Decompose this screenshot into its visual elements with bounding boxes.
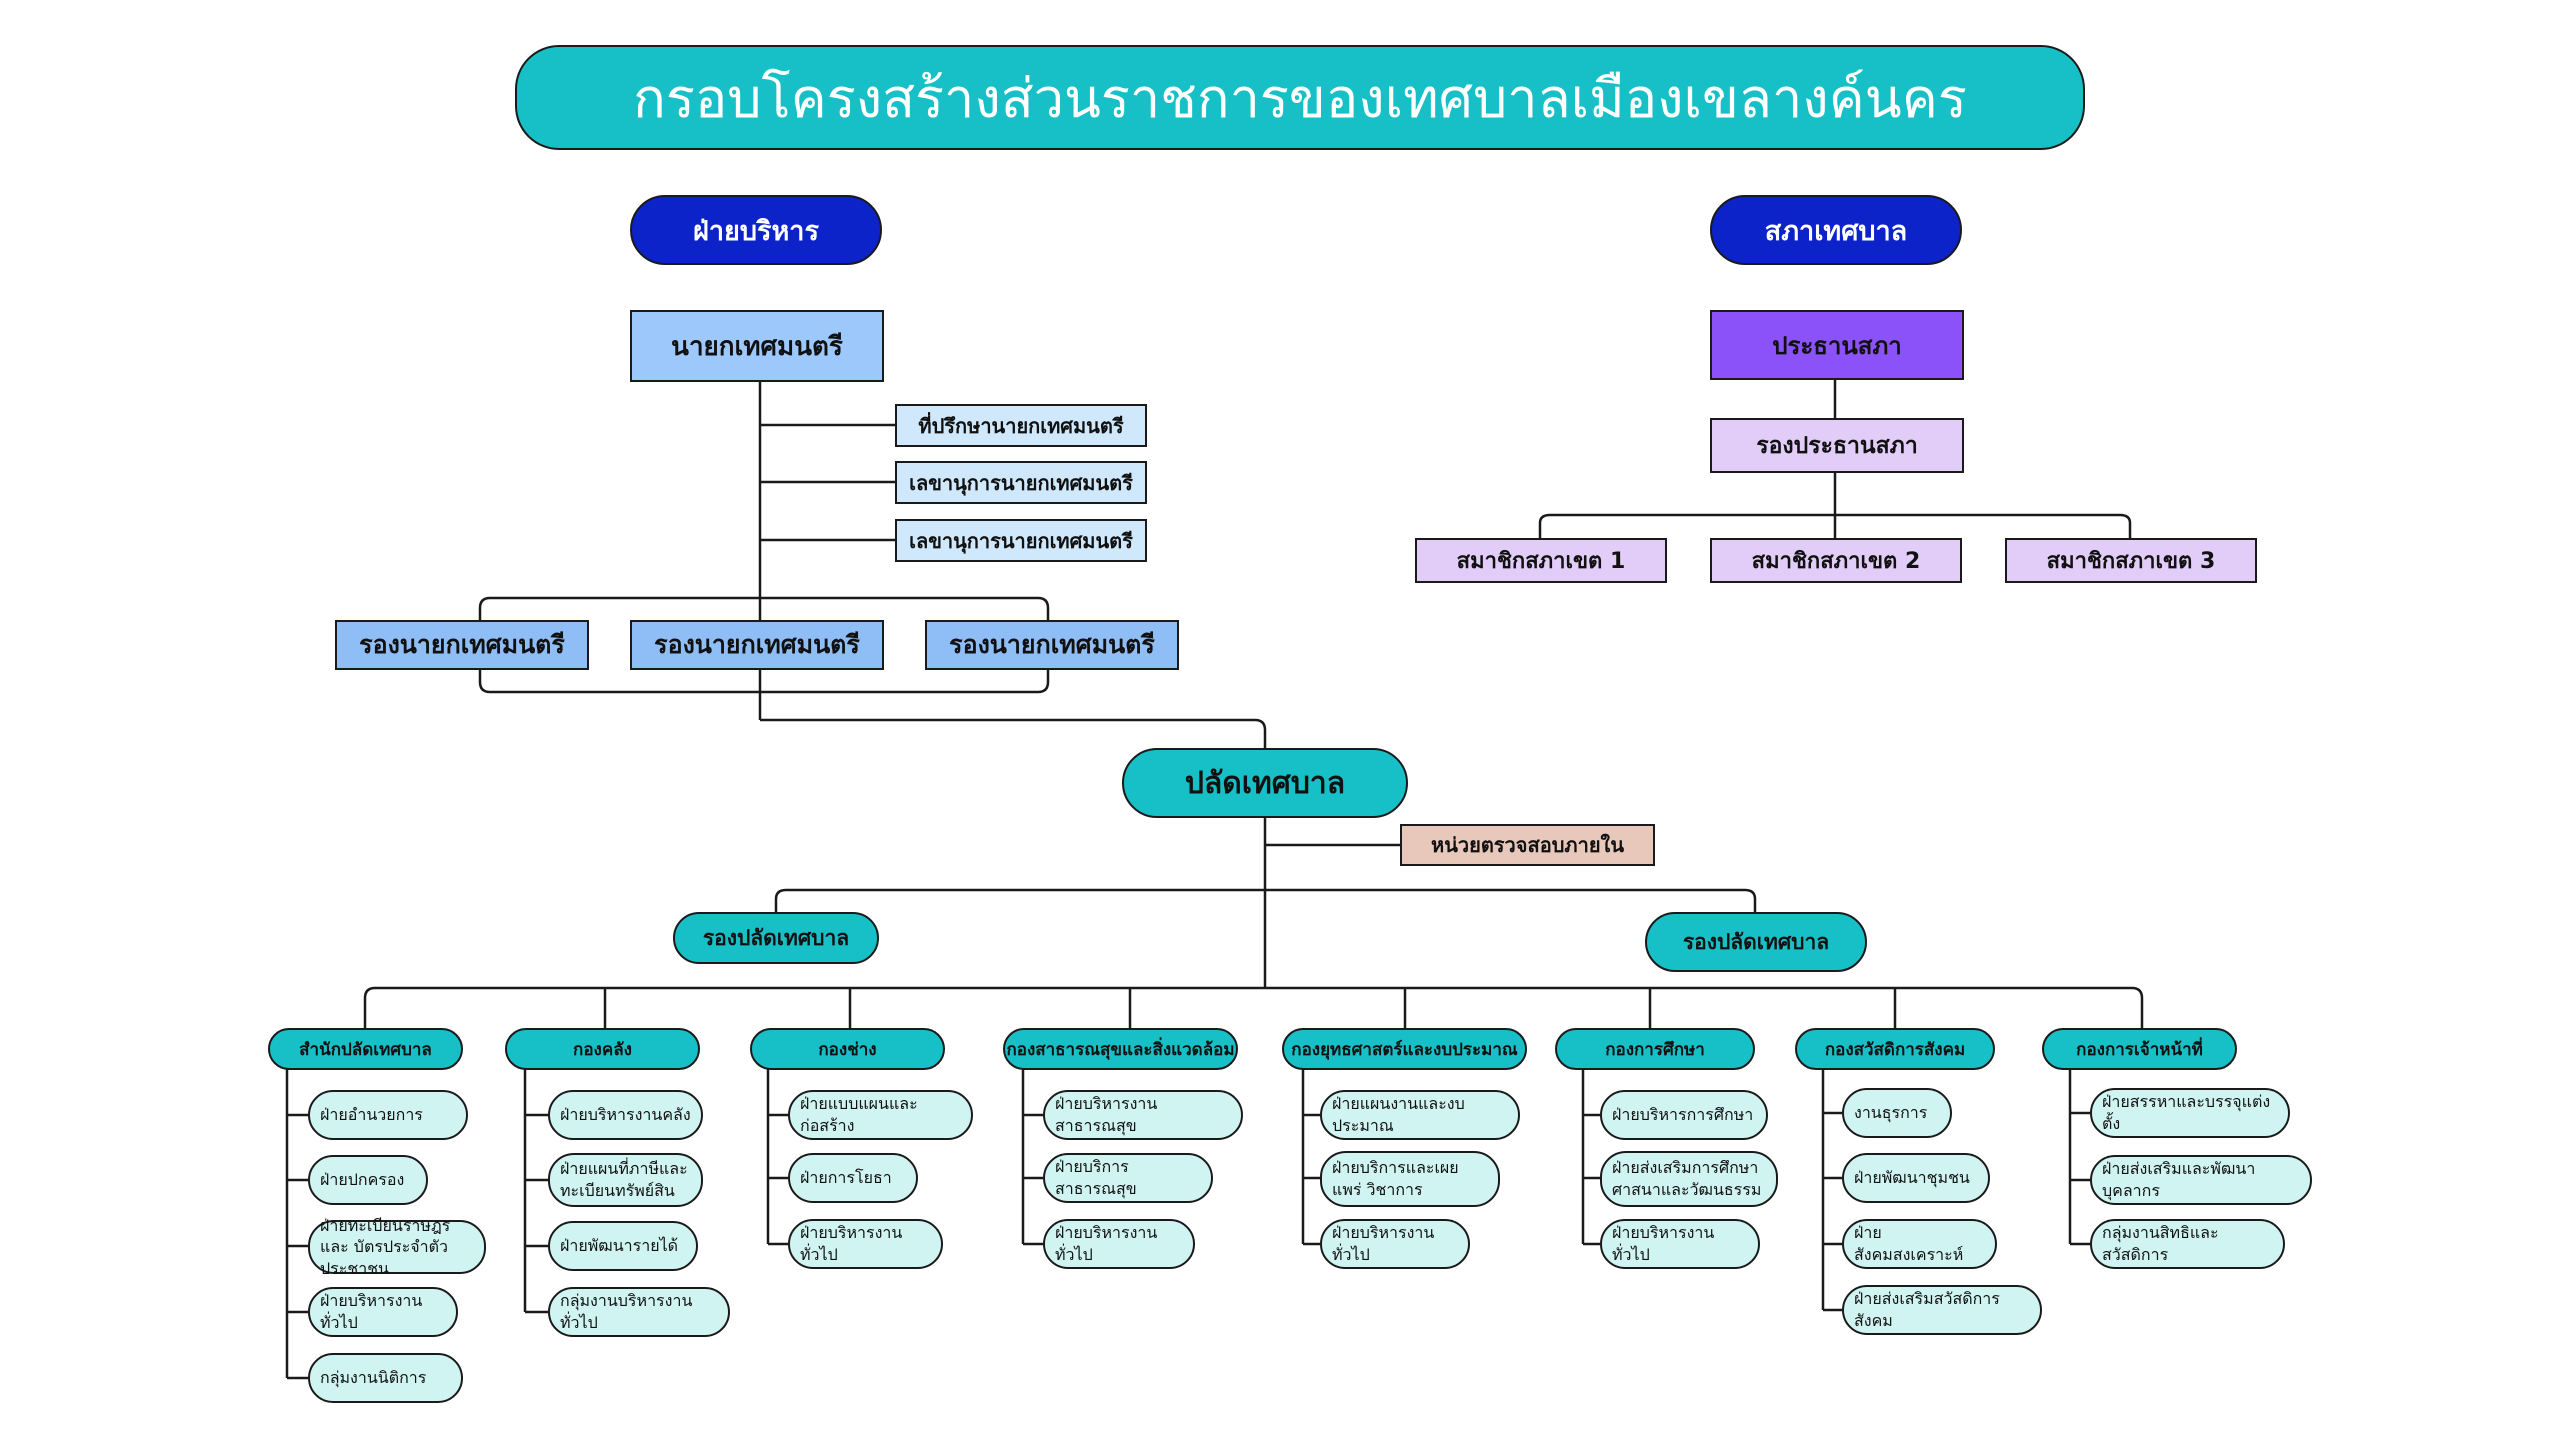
unit-box: ฝ่ายแผนงานและงบประมาณ bbox=[1320, 1090, 1520, 1140]
council-vice-president-box: รองประธานสภา bbox=[1710, 418, 1964, 473]
unit-box: กลุ่มงานสิทธิและสวัสดิการ bbox=[2090, 1219, 2285, 1269]
unit-box: ฝ่ายอำนวยการ bbox=[308, 1090, 468, 1140]
deputy-mayor-box: รองนายกเทศมนตรี bbox=[630, 620, 884, 670]
unit-box: ฝ่ายทะเบียนราษฎรและ บัตรประจำตัวประชาชน bbox=[308, 1216, 486, 1278]
secretary-box: เลขานุการนายกเทศมนตรี bbox=[895, 461, 1147, 504]
council-member-box: สมาชิกสภาเขต 3 bbox=[2005, 538, 2257, 583]
department-box: กองการเจ้าหน้าที่ bbox=[2042, 1028, 2237, 1070]
unit-box: ฝ่ายบริหารงานสาธารณสุข bbox=[1043, 1090, 1243, 1140]
deputy-clerk-box: รองปลัดเทศบาล bbox=[1645, 912, 1867, 972]
deputy-clerk-box: รองปลัดเทศบาล bbox=[673, 912, 879, 964]
department-box: กองช่าง bbox=[750, 1028, 945, 1070]
unit-box: ฝ่ายบริหารงานทั่วไป bbox=[1320, 1219, 1470, 1269]
unit-box: ฝ่ายบริหารงานทั่วไป bbox=[1043, 1219, 1195, 1269]
unit-box: ฝ่ายการโยธา bbox=[788, 1153, 918, 1203]
unit-box: ฝ่ายพัฒนาชุมชน bbox=[1842, 1153, 1990, 1203]
department-box: กองยุทธศาสตร์และงบประมาณ bbox=[1282, 1028, 1527, 1070]
unit-box: กลุ่มงานบริหารงานทั่วไป bbox=[548, 1287, 730, 1337]
department-box: กองสาธารณสุขและสิ่งแวดล้อม bbox=[1003, 1028, 1238, 1070]
council-member-box: สมาชิกสภาเขต 1 bbox=[1415, 538, 1667, 583]
advisor-box: ที่ปรึกษานายกเทศมนตรี bbox=[895, 404, 1147, 447]
unit-box: ฝ่ายบริการสาธารณสุข bbox=[1043, 1153, 1213, 1203]
unit-box: ฝ่ายบริหารงานคลัง bbox=[548, 1090, 703, 1140]
department-box: กองคลัง bbox=[505, 1028, 700, 1070]
deputy-mayor-box: รองนายกเทศมนตรี bbox=[335, 620, 589, 670]
unit-box: ฝ่ายบริการและเผยแพร่ วิชาการ bbox=[1320, 1151, 1500, 1207]
department-box: กองการศึกษา bbox=[1555, 1028, 1755, 1070]
unit-box: ฝ่ายบริหารงานทั่วไป bbox=[308, 1287, 458, 1337]
unit-box: ฝ่ายสรรหาและบรรจุแต่งตั้ง bbox=[2090, 1088, 2290, 1138]
unit-box: กลุ่มงานนิติการ bbox=[308, 1353, 463, 1403]
unit-box: ฝ่ายส่งเสริมการศึกษา ศาสนาและวัฒนธรรม bbox=[1600, 1151, 1778, 1207]
department-box: กองสวัสดิการสังคม bbox=[1795, 1028, 1995, 1070]
unit-box: ฝ่ายส่งเสริมสวัสดิการสังคม bbox=[1842, 1285, 2042, 1335]
unit-box: ฝ่ายปกครอง bbox=[308, 1155, 428, 1205]
chart-title: กรอบโครงสร้างส่วนราชการของเทศบาลเมืองเขล… bbox=[515, 45, 2085, 150]
council-heading: สภาเทศบาล bbox=[1710, 195, 1962, 265]
unit-box: ฝ่ายบริหารงานทั่วไป bbox=[1600, 1219, 1760, 1269]
council-member-box: สมาชิกสภาเขต 2 bbox=[1710, 538, 1962, 583]
secretary-box: เลขานุการนายกเทศมนตรี bbox=[895, 519, 1147, 562]
internal-audit-box: หน่วยตรวจสอบภายใน bbox=[1400, 824, 1655, 866]
executive-heading: ฝ่ายบริหาร bbox=[630, 195, 882, 265]
deputy-mayor-box: รองนายกเทศมนตรี bbox=[925, 620, 1179, 670]
department-box: สำนักปลัดเทศบาล bbox=[268, 1028, 463, 1070]
unit-box: ฝ่ายพัฒนารายได้ bbox=[548, 1221, 698, 1271]
unit-box: ฝ่ายสังคมสงเคราะห์ bbox=[1842, 1219, 1997, 1269]
unit-box: ฝ่ายแบบแผนและก่อสร้าง bbox=[788, 1090, 973, 1140]
unit-box: ฝ่ายแผนที่ภาษีและ ทะเบียนทรัพย์สิน bbox=[548, 1153, 703, 1207]
unit-box: ฝ่ายส่งเสริมและพัฒนาบุคลากร bbox=[2090, 1155, 2312, 1205]
mayor-box: นายกเทศมนตรี bbox=[630, 310, 884, 382]
unit-box: ฝ่ายบริหารการศึกษา bbox=[1600, 1090, 1768, 1140]
unit-box: ฝ่ายบริหารงานทั่วไป bbox=[788, 1219, 943, 1269]
unit-box: งานธุรการ bbox=[1842, 1088, 1952, 1138]
municipal-clerk-box: ปลัดเทศบาล bbox=[1122, 748, 1408, 818]
council-president-box: ประธานสภา bbox=[1710, 310, 1964, 380]
